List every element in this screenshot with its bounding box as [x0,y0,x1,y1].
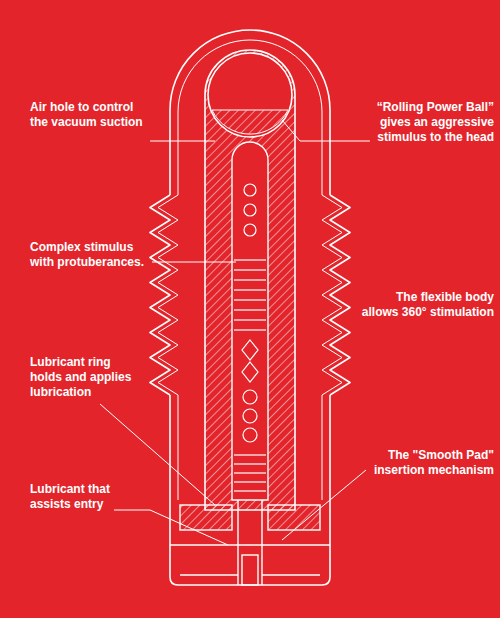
callout-label: Air hole to control the vacuum suction [30,100,148,130]
bottom-cap [170,500,330,585]
callout-label: The flexible body allows 360° stimulatio… [359,290,494,320]
power-ball [212,110,288,134]
power-ball [208,53,292,137]
leader-line [100,120,370,545]
callout-label: The "Smooth Pad" insertion mechanism [370,448,494,478]
bellows [322,195,342,395]
canal [232,142,268,500]
callout-label: Lubricant that assists entry [30,482,140,512]
protuberances [234,184,266,491]
bellows [158,195,178,395]
bellows [150,195,170,395]
inner-sleeve [205,50,295,510]
callout-label: Lubricant ring holds and applies lubrica… [30,355,140,400]
callout-label: “Rolling Power Ball” gives an aggressive… [370,100,494,145]
bellows [330,195,350,395]
callout-label: Complex stimulus with protuberances. [30,240,150,270]
